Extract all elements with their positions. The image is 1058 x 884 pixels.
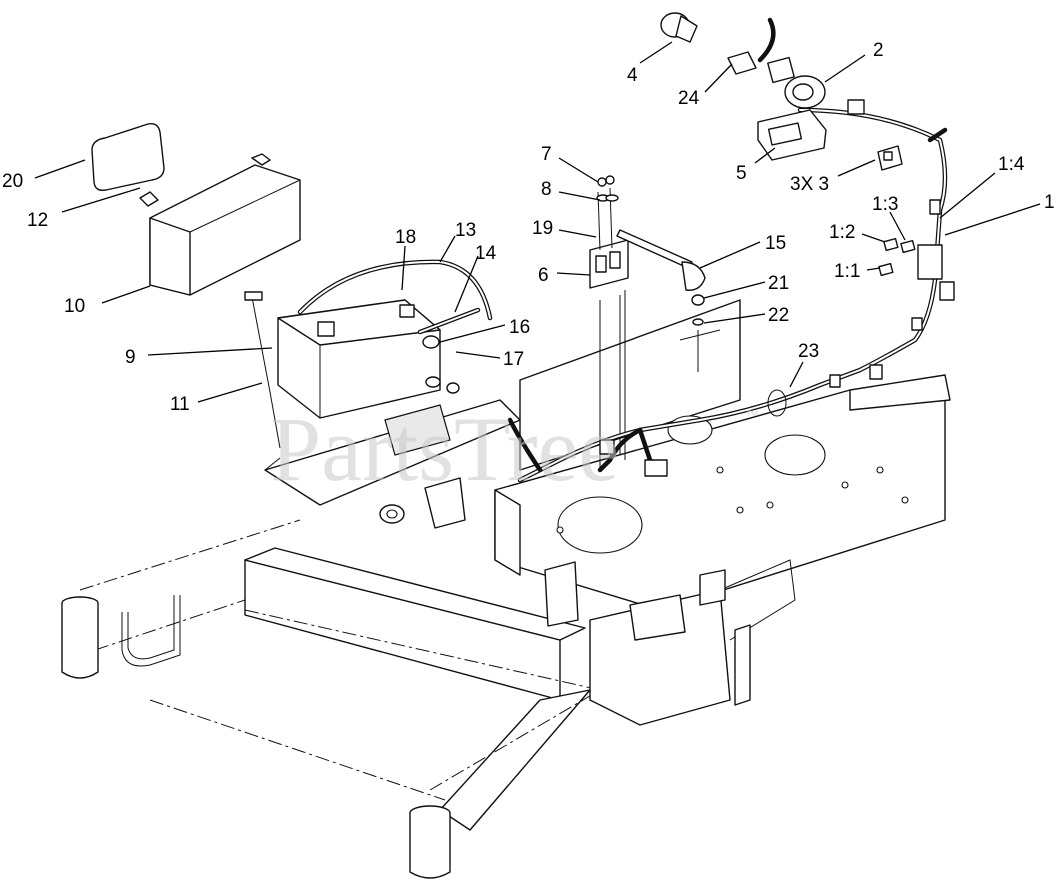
callout-20: 20 (2, 171, 23, 192)
callout-13: 13 (455, 220, 476, 241)
fuses (878, 237, 916, 277)
callout-1-2: 1:2 (829, 222, 855, 243)
leader-lines (34, 41, 1041, 403)
gasket (727, 51, 757, 75)
main-frame (61, 477, 601, 879)
callout-3: 3X 3 (790, 174, 829, 195)
ignition-switch (767, 56, 865, 115)
watermark: PartsTree (270, 398, 619, 500)
callouts: 20 12 10 9 11 18 13 14 16 17 7 8 19 6 15… (2, 40, 1055, 415)
battery-cover (139, 153, 301, 296)
callout-1-1: 1:1 (834, 261, 860, 282)
callout-22: 22 (768, 305, 789, 326)
callout-1-4: 1:4 (998, 154, 1025, 175)
switch (877, 145, 903, 171)
key (660, 12, 698, 43)
callout-2: 2 (873, 40, 884, 61)
shaft (616, 229, 706, 372)
callout-16: 16 (509, 317, 530, 338)
callout-1: 1 (1044, 192, 1055, 213)
decal (91, 122, 165, 192)
callout-10: 10 (64, 296, 85, 317)
callout-1-3: 1:3 (872, 194, 898, 215)
callout-5: 5 (736, 163, 747, 184)
callout-24: 24 (678, 88, 700, 109)
callout-19: 19 (532, 218, 553, 239)
callout-4: 4 (627, 65, 638, 86)
battery-tray (264, 399, 521, 506)
callout-7: 7 (541, 144, 552, 165)
battery (244, 259, 493, 449)
hour-meter (757, 109, 827, 161)
callout-15: 15 (765, 233, 786, 254)
callout-6: 6 (538, 265, 549, 286)
callout-8: 8 (541, 179, 552, 200)
callout-18: 18 (395, 227, 416, 248)
callout-23: 23 (798, 341, 819, 362)
callout-12: 12 (27, 210, 48, 231)
left-tube (61, 596, 99, 679)
bottom-tube (409, 805, 451, 879)
callout-11: 11 (170, 394, 190, 415)
engine-deck (494, 290, 951, 726)
callout-17: 17 (503, 349, 524, 370)
wiring-harness (507, 17, 955, 483)
watermark-trademark: ™ (745, 407, 759, 423)
callout-21: 21 (768, 273, 789, 294)
callout-9: 9 (125, 347, 136, 368)
callout-14: 14 (475, 243, 497, 264)
